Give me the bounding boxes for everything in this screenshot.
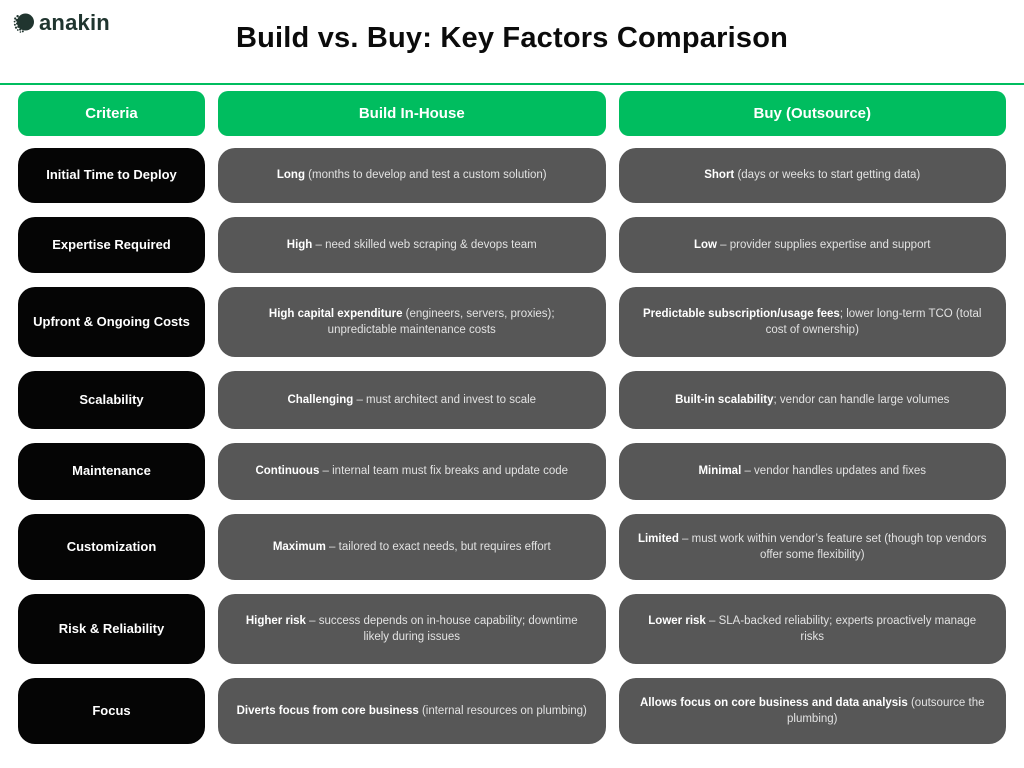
buy-cell-text: Low – provider supplies expertise and su… [694, 237, 931, 253]
page-title: Build vs. Buy: Key Factors Comparison [235, 22, 789, 54]
criteria-cell: Risk & Reliability [18, 594, 205, 664]
header-cell-criteria: Criteria [18, 91, 205, 136]
table-row: Customization Maximum – tailored to exac… [18, 514, 1006, 580]
table-row: Scalability Challenging – must architect… [18, 371, 1006, 429]
build-cell-text: Long (months to develop and test a custo… [277, 167, 547, 183]
criteria-cell: Expertise Required [18, 217, 205, 273]
cell-rest-text: – internal team must fix breaks and upda… [319, 465, 569, 478]
header-cell-build: Build In-House [218, 91, 606, 136]
buy-cell-text: Allows focus on core business and data a… [637, 695, 989, 727]
cell-rest-text: – SLA-backed reliability; experts proact… [705, 614, 977, 643]
buy-cell-text: Minimal – vendor handles updates and fix… [698, 463, 926, 479]
criteria-cell: Scalability [18, 371, 205, 429]
cell-bold-text: Higher risk [245, 614, 306, 627]
buy-cell: Lower risk – SLA-backed reliability; exp… [618, 594, 1006, 664]
build-cell-text: High – need skilled web scraping & devop… [287, 237, 537, 253]
cell-bold-text: Built-in scalability [675, 393, 774, 406]
cell-bold-text: High capital expenditure [268, 307, 403, 320]
cell-rest-text: (engineers, servers, proxies); unpredict… [327, 307, 555, 336]
table-row: Risk & Reliability Higher risk – success… [18, 594, 1006, 664]
buy-cell-text: Built-in scalability; vendor can handle … [675, 392, 949, 408]
table-row: Maintenance Continuous – internal team m… [18, 443, 1006, 500]
buy-cell: Short (days or weeks to start getting da… [618, 148, 1006, 203]
cell-bold-text: Continuous [255, 465, 320, 478]
buy-cell: Built-in scalability; vendor can handle … [618, 371, 1006, 429]
criteria-cell: Customization [18, 514, 205, 580]
cell-bold-text: Allows focus on core business and data a… [640, 696, 908, 709]
table-row: Initial Time to Deploy Long (months to d… [18, 148, 1006, 203]
table-row: Expertise Required High – need skilled w… [18, 217, 1006, 273]
cell-bold-text: Challenging [287, 393, 354, 406]
build-cell: Higher risk – success depends on in-hous… [218, 594, 606, 664]
build-cell: High – need skilled web scraping & devop… [218, 217, 606, 273]
cell-bold-text: Predictable subscription/usage fees [642, 307, 840, 320]
cell-rest-text: – need skilled web scraping & devops tea… [312, 238, 537, 251]
cell-rest-text: (months to develop and test a custom sol… [304, 169, 547, 182]
buy-cell: Minimal – vendor handles updates and fix… [618, 443, 1006, 500]
table-row: Upfront & Ongoing Costs High capital exp… [18, 287, 1006, 357]
brand-name: anakin [39, 10, 110, 35]
cell-bold-text: Maximum [272, 540, 326, 553]
cell-rest-text: – provider supplies expertise and suppor… [716, 238, 931, 251]
criteria-cell: Initial Time to Deploy [18, 148, 205, 203]
buy-cell: Low – provider supplies expertise and su… [618, 217, 1006, 273]
build-cell: Challenging – must architect and invest … [218, 371, 606, 429]
cell-bold-text: Long [276, 169, 305, 182]
buy-cell-text: Short (days or weeks to start getting da… [704, 167, 920, 183]
build-cell: Maximum – tailored to exact needs, but r… [218, 514, 606, 580]
cell-rest-text: – tailored to exact needs, but requires … [325, 540, 551, 553]
build-cell: Continuous – internal team must fix brea… [218, 443, 606, 500]
criteria-cell: Upfront & Ongoing Costs [18, 287, 205, 357]
brand-logo: anakin [12, 10, 110, 36]
buy-cell: Limited – must work within vendor’s feat… [618, 514, 1006, 580]
cell-bold-text: High [286, 238, 313, 251]
table-header-row: Criteria Build In-House Buy (Outsource) [18, 91, 1006, 136]
build-cell: High capital expenditure (engineers, ser… [218, 287, 606, 357]
build-cell-text: Challenging – must architect and invest … [287, 392, 536, 408]
header-cell-buy: Buy (Outsource) [618, 91, 1006, 136]
cell-bold-text: Short [704, 169, 735, 182]
cell-rest-text: (days or weeks to start getting data) [734, 169, 921, 182]
buy-cell: Allows focus on core business and data a… [618, 678, 1006, 744]
table-body: Initial Time to Deploy Long (months to d… [18, 148, 1006, 744]
cell-bold-text: Diverts focus from core business [236, 704, 419, 717]
cell-rest-text: ; vendor can handle large volumes [773, 393, 950, 406]
build-cell-text: Maximum – tailored to exact needs, but r… [273, 539, 551, 555]
build-cell-text: Diverts focus from core business (intern… [237, 703, 587, 719]
cell-rest-text: – success depends on in-house capability… [305, 614, 578, 643]
cell-rest-text: ; lower long-term TCO (total cost of own… [765, 307, 982, 336]
cell-rest-text: (internal resources on plumbing) [418, 704, 587, 717]
buy-cell-text: Lower risk – SLA-backed reliability; exp… [637, 613, 989, 645]
criteria-cell: Maintenance [18, 443, 205, 500]
cell-bold-text: Limited [637, 532, 679, 545]
buy-cell: Predictable subscription/usage fees; low… [618, 287, 1006, 357]
build-cell: Diverts focus from core business (intern… [218, 678, 606, 744]
comparison-table: Criteria Build In-House Buy (Outsource) … [18, 91, 1006, 744]
cell-rest-text: (outsource the plumbing) [787, 696, 985, 725]
anakin-halftone-sphere-icon [12, 11, 36, 35]
criteria-cell: Focus [18, 678, 205, 744]
build-cell-text: Continuous – internal team must fix brea… [255, 463, 568, 479]
table-row: Focus Diverts focus from core business (… [18, 678, 1006, 744]
build-cell-text: Higher risk – success depends on in-hous… [236, 613, 588, 645]
cell-rest-text: – vendor handles updates and fixes [741, 465, 927, 478]
header: anakin Build vs. Buy: Key Factors Compar… [0, 0, 1024, 85]
cell-bold-text: Lower risk [648, 614, 706, 627]
cell-rest-text: – must work within vendor’s feature set … [678, 532, 987, 561]
cell-bold-text: Minimal [698, 465, 742, 478]
cell-rest-text: – must architect and invest to scale [353, 393, 537, 406]
buy-cell-text: Limited – must work within vendor’s feat… [637, 531, 989, 563]
cell-bold-text: Low [693, 238, 717, 251]
build-cell-text: High capital expenditure (engineers, ser… [236, 306, 588, 338]
build-cell: Long (months to develop and test a custo… [218, 148, 606, 203]
buy-cell-text: Predictable subscription/usage fees; low… [637, 306, 989, 338]
